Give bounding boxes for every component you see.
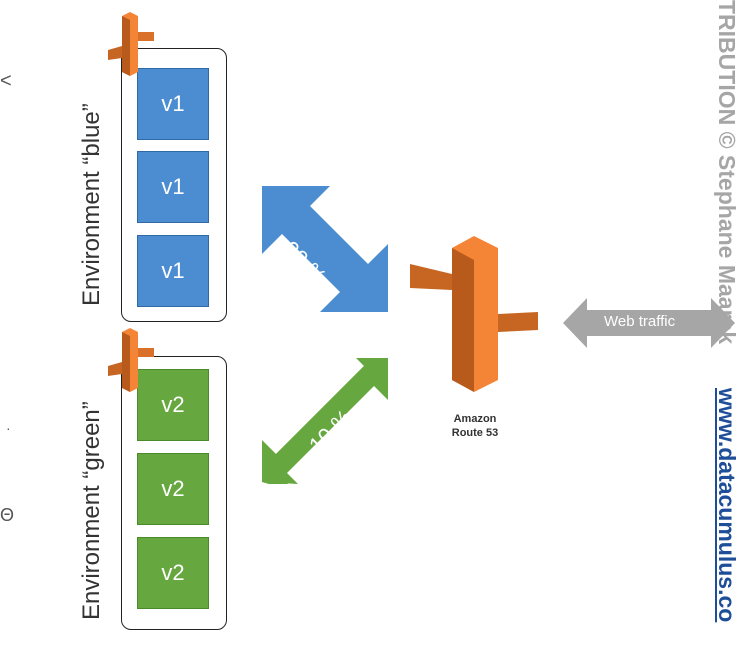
route53-label-line2: Route 53 [451,427,499,439]
circle-glyph: Θ [0,505,15,525]
web-traffic-arrow [563,298,735,348]
environment-green-label: Environment “green” [78,401,105,620]
chevron-icon: < [0,70,12,92]
dot-glyph: · [6,420,11,436]
web-traffic-label: Web traffic [604,313,676,330]
instance-green-1: v2 [137,369,209,441]
aws-environment-blue-icon [108,12,154,76]
instance-green-3: v2 [137,537,209,609]
traffic-arrow-blue [262,186,388,312]
instance-blue-1: v1 [137,68,209,140]
instance-green-2: v2 [137,453,209,525]
copyright-watermark: TRIBUTION © Stephane Maarek [714,0,740,345]
traffic-arrow-green [262,358,388,484]
environment-blue-box [121,48,227,322]
instance-blue-2: v1 [137,151,209,223]
route53-icon [410,236,538,392]
environment-green-box [121,356,227,630]
website-link[interactable]: www.datacumulus.co [714,388,740,623]
environment-blue-label: Environment “blue” [78,103,105,306]
aws-environment-green-icon [108,328,154,392]
route53-label-line1: Amazon [453,413,497,425]
route53-label: Amazon Route 53 [435,412,515,440]
instance-blue-3: v1 [137,235,209,307]
